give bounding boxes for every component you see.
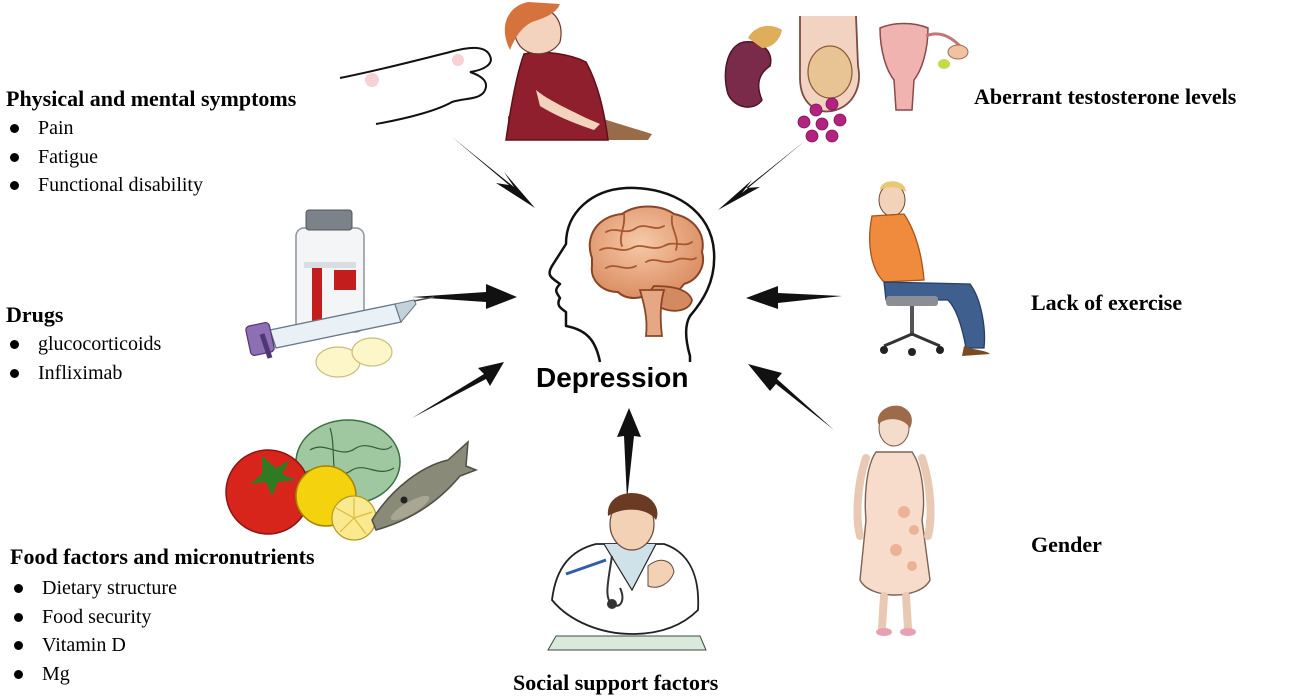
list-item: Food security: [10, 603, 177, 632]
list-item: glucocorticoids: [6, 330, 161, 359]
list-drugs: glucocorticoids Infliximab: [6, 330, 161, 387]
hand-illustration: [339, 46, 492, 125]
doctor-illustration: [547, 492, 707, 651]
drugs-illustration: [245, 209, 435, 378]
list-item: Mg: [10, 660, 177, 689]
list-food-micronutrients: Dietary structure Food security Vitamin …: [10, 574, 177, 688]
list-item: Functional disability: [6, 171, 203, 200]
heading-gender: Gender: [1031, 532, 1102, 557]
heading-physical-mental-symptoms: Physical and mental symptoms: [6, 86, 297, 111]
arrow-testosterone: [718, 140, 806, 210]
woman-tired-illustration: [504, 2, 652, 141]
syringe: [245, 296, 435, 359]
arrow-physical: [452, 137, 535, 208]
list-item: Infliximab: [6, 359, 161, 388]
woman-dress-illustration: [853, 405, 935, 636]
list-item: Dietary structure: [10, 574, 177, 603]
list-item: Vitamin D: [10, 631, 177, 660]
arrow-social: [617, 408, 641, 500]
food-illustration: [225, 419, 479, 541]
arrow-drugs: [412, 284, 517, 309]
list-physical-mental-symptoms: Pain Fatigue Functional disability: [6, 114, 203, 200]
uterus: [879, 22, 929, 111]
seated-man-illustration: [869, 181, 990, 356]
arrow-exercise: [746, 286, 842, 309]
brain: [588, 205, 704, 299]
heading-lack-of-exercise: Lack of exercise: [1031, 290, 1183, 315]
arrows: [412, 137, 842, 500]
kidney-adrenal: [724, 41, 772, 108]
list-item: Fatigue: [6, 143, 203, 172]
list-item: Pain: [6, 114, 203, 143]
brainstem: [638, 289, 666, 337]
center-title-depression: Depression: [536, 362, 689, 393]
pill-2: [351, 337, 393, 367]
fish: [371, 440, 479, 531]
heading-food-micronutrients: Food factors and micronutrients: [10, 544, 315, 569]
head-brain-illustration: [548, 186, 716, 363]
head-outline: [548, 186, 716, 363]
heading-aberrant-testosterone: Aberrant testosterone levels: [974, 84, 1237, 109]
heading-drugs: Drugs: [6, 302, 64, 327]
arrow-food: [412, 362, 504, 418]
organs-illustration: [724, 15, 969, 143]
heading-social-support: Social support factors: [513, 670, 719, 695]
arrow-gender: [748, 364, 834, 430]
